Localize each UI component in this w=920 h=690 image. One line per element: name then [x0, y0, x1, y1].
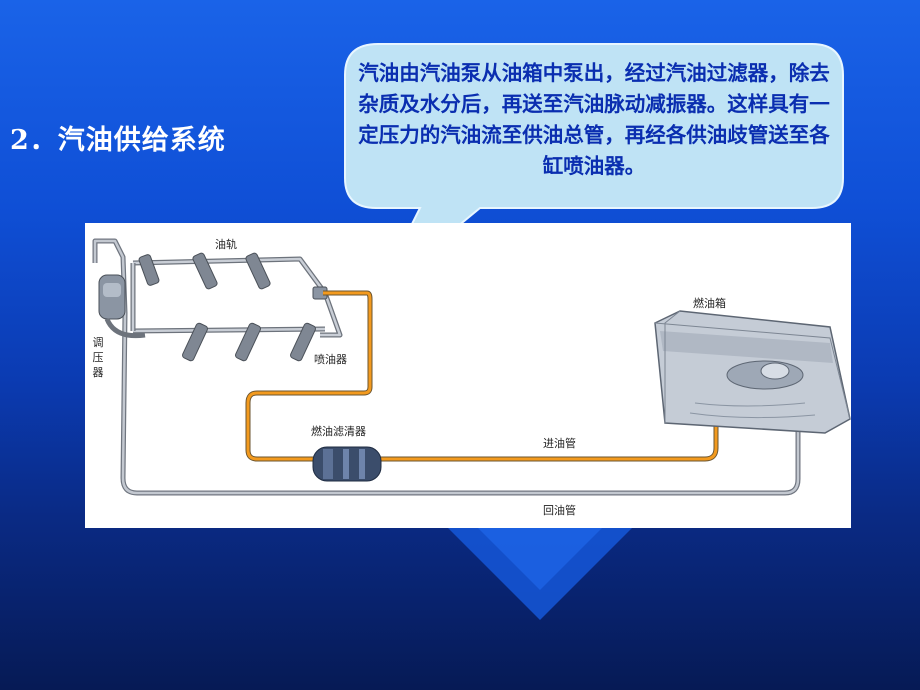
callout-text: 汽油由汽油泵从油箱中泵出，经过汽油过滤器，除去杂质及水分后，再送至汽油脉动减振器… — [358, 61, 830, 178]
label-fuel-tank: 燃油箱 — [693, 297, 726, 310]
label-pressure-regulator: 调压器 — [92, 336, 104, 379]
label-return-pipe: 回油管 — [543, 504, 576, 517]
fuel-system-drawing — [92, 238, 851, 496]
label-fuel-filter: 燃油滤清器 — [311, 425, 366, 438]
fuel-system-diagram: 油轨 调压器 喷油器 燃油滤清器 燃油箱 进油管 回油管 — [85, 223, 851, 528]
label-fuel-rail: 油轨 — [215, 238, 237, 251]
label-injector: 喷油器 — [314, 353, 347, 366]
slide-title: 2．汽油供给系统 — [10, 125, 226, 156]
label-supply-pipe: 进油管 — [543, 437, 576, 450]
